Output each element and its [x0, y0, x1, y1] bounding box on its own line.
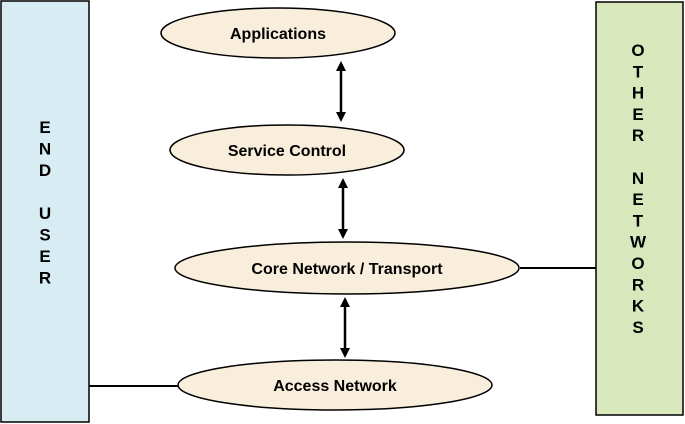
end-user-letter: E	[39, 247, 50, 266]
end-user-letter: N	[39, 140, 51, 159]
service-control-layer	[169, 124, 405, 176]
end-user-letter: S	[39, 226, 50, 245]
other-networks-letter: R	[632, 275, 644, 294]
other-networks-panel	[595, 1, 684, 416]
other-networks-letter: W	[630, 233, 647, 252]
end-user-letter: R	[39, 269, 51, 288]
applications-label: Applications	[230, 26, 326, 43]
service-control-label: Service Control	[228, 143, 346, 160]
end-user-letter: E	[39, 118, 50, 137]
other-networks-letter: S	[632, 318, 643, 337]
other-networks-letter: O	[631, 41, 644, 60]
core-transport-layer	[174, 241, 520, 295]
core-transport-label: Core Network / Transport	[251, 261, 443, 278]
other-networks-letter: O	[631, 254, 644, 273]
other-networks-letter: T	[633, 62, 644, 81]
other-networks-letter: R	[632, 126, 644, 145]
other-networks-letter: H	[632, 84, 644, 103]
other-networks-letter: T	[633, 211, 644, 230]
access-network-layer	[177, 359, 493, 411]
other-networks-letter: K	[632, 297, 645, 316]
other-networks-letter: E	[632, 105, 643, 124]
end-user-letter: U	[39, 204, 51, 223]
other-networks-letter: N	[632, 169, 644, 188]
end-user-letter: D	[39, 161, 51, 180]
applications-layer	[160, 7, 396, 59]
other-networks-letter: E	[632, 190, 643, 209]
access-network-label: Access Network	[273, 378, 397, 395]
end-user-panel	[0, 0, 90, 423]
